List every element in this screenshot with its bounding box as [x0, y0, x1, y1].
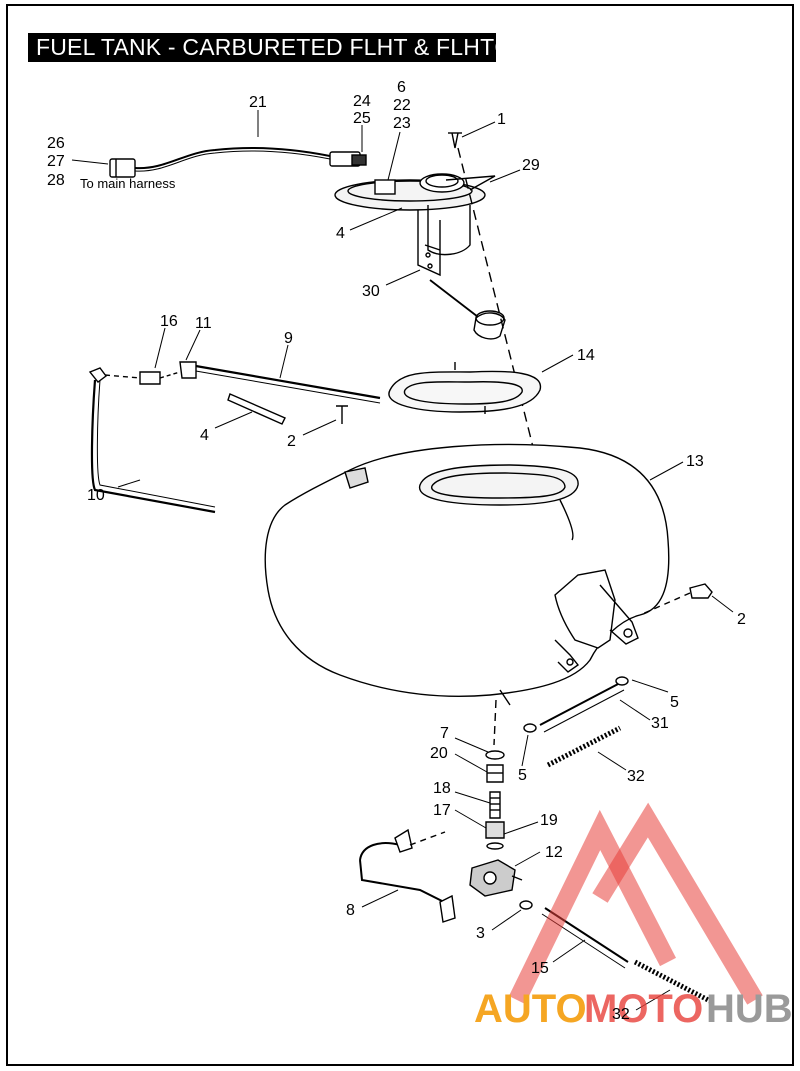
watermark-text-auto: AUTO — [474, 987, 587, 1031]
callout-9: 9 — [284, 330, 293, 347]
fuel-hose-part — [523, 676, 629, 733]
watermark-logo: AUTO MOTO HUB — [474, 802, 793, 1031]
vent-hose-assembly — [88, 361, 381, 514]
callout-26: 26 — [47, 135, 65, 152]
callout-25: 25 — [353, 110, 371, 127]
hose-spring-part — [633, 959, 714, 1005]
screw-part — [448, 132, 462, 149]
callout-10: 10 — [87, 487, 105, 504]
watermark-text-moto: MOTO — [584, 987, 703, 1031]
wiring-harness-part — [109, 146, 367, 178]
callout-4-mid: 4 — [200, 427, 209, 444]
callout-20: 20 — [430, 745, 448, 762]
callout-30: 30 — [362, 283, 380, 300]
callout-15: 15 — [531, 960, 549, 977]
callout-19: 19 — [540, 812, 558, 829]
diagram-title: FUEL TANK - CARBURETED FLHT & FLHTC — [28, 33, 496, 62]
callout-1: 1 — [497, 111, 506, 128]
harness-note: To main harness — [80, 176, 176, 191]
callout-21: 21 — [249, 94, 267, 111]
hose-spring-part — [546, 725, 622, 768]
fuel-tank-part — [264, 443, 670, 706]
callout-11: 11 — [195, 315, 212, 332]
fuel-valve-assembly — [469, 699, 523, 897]
callout-5-right: 5 — [670, 694, 679, 711]
callout-16: 16 — [160, 313, 178, 330]
callout-4-top: 4 — [336, 225, 345, 242]
callout-5-left: 5 — [518, 767, 527, 784]
callout-27: 27 — [47, 153, 65, 170]
callout-31: 31 — [651, 715, 669, 732]
fuel-pump-assembly — [334, 173, 506, 340]
callout-24: 24 — [353, 93, 371, 110]
callout-22: 22 — [393, 97, 411, 114]
callout-23: 23 — [393, 115, 411, 132]
callout-12: 12 — [545, 844, 563, 861]
callout-32-bottom: 32 — [612, 1006, 630, 1023]
screw-part — [336, 405, 713, 616]
callout-13: 13 — [686, 453, 704, 470]
vacuum-line-part — [359, 828, 456, 923]
callout-2-right: 2 — [737, 611, 746, 628]
callout-leaders — [71, 110, 734, 1011]
callout-14: 14 — [577, 347, 595, 364]
callout-32-top: 32 — [627, 768, 645, 785]
callout-28: 28 — [47, 172, 65, 189]
callout-3: 3 — [476, 925, 485, 942]
cable-strap-part — [227, 393, 286, 425]
callout-18: 18 — [433, 780, 451, 797]
callout-8: 8 — [346, 902, 355, 919]
page-frame — [6, 4, 794, 1066]
watermark-text-hub: HUB — [706, 987, 793, 1031]
callout-29: 29 — [522, 157, 540, 174]
callout-7: 7 — [440, 725, 449, 742]
callout-2-left: 2 — [287, 433, 296, 450]
callout-6: 6 — [397, 79, 406, 96]
callout-17: 17 — [433, 802, 451, 819]
mounting-gasket-part — [388, 362, 542, 414]
